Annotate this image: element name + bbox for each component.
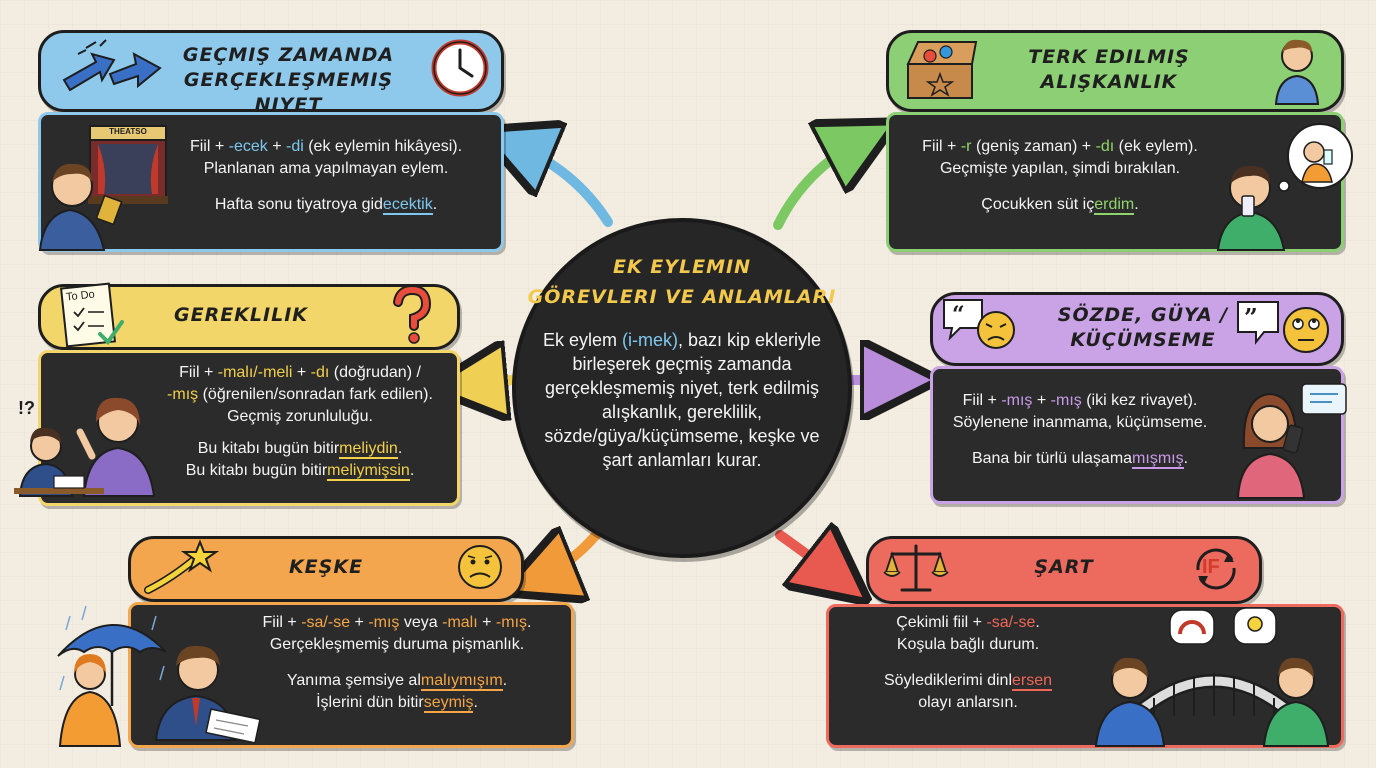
center-title: EK EYLEMIN GÖREVLERI VE ANLAMLARI [527, 256, 837, 308]
desc-sart: Koşula bağlı durum. [896, 636, 1040, 653]
text-keske: Fiil + -sa/-se + -mış veya -malı + -mış.… [236, 612, 558, 714]
text-aliskanlik: Fiil + -r (geniş zaman) + -dı (ek eylem)… [900, 136, 1220, 216]
desc-gereklilik: Geçmiş zorunluluğu. [227, 408, 373, 425]
title-niyet: GEÇMIŞ ZAMANDA GERÇEKLEŞMEMIŞ NIYET [182, 44, 395, 116]
header-niyet: GEÇMIŞ ZAMANDA GERÇEKLEŞMEMIŞ NIYET [38, 30, 504, 116]
desc-aliskanlik: Geçmişte yapılan, şimdi bırakılan. [939, 160, 1181, 177]
thought-bubble-illustration [1278, 123, 1353, 192]
shooting-star-icon [144, 539, 220, 594]
rule-keske: Fiil + -sa/-se + -mış veya -malı + -mış. [262, 614, 532, 631]
example-sart-1: Söylediklerimi dinlersen [883, 672, 1053, 691]
rule-sart: Çekimli fiil + -sa/-se. [896, 614, 1040, 631]
teacher-student-illustration [14, 397, 156, 497]
woman-phone-illustration [1236, 383, 1347, 499]
example-gereklilik-1: Bu kitabı bugün bitirmeliydin. [197, 440, 403, 459]
desc-keske: Gerçekleşmemiş duruma pişmanlık. [269, 636, 525, 653]
arrow-aliskanlik [773, 140, 862, 230]
svg-text:“: “ [952, 302, 965, 328]
scales-icon [883, 544, 949, 592]
checklist-icon [60, 282, 124, 348]
man-drinking-illustration [1216, 165, 1286, 251]
if-icon-label: IF [1202, 556, 1220, 578]
title-sart: ŞART [1034, 556, 1094, 578]
header-sart: ŞART [866, 536, 1262, 604]
rule-aliskanlik: Fiil + -r (geniş zaman) + -dı (ek eylem)… [922, 138, 1198, 155]
desc-niyet: Planlanan ama yapılmayan eylem. [203, 160, 449, 177]
theater-sign: THEATSO [109, 127, 147, 136]
rule-gereklilik-2: -mış (öğrenilen/sonradan fark edilen). [167, 386, 433, 403]
arrow-sart [775, 535, 838, 578]
text-sart: Çekimli fiil + -sa/-se. Koşula bağlı dur… [850, 612, 1086, 714]
text-sozde: Fiil + -mış + -mış (iki kez rivayet). Sö… [934, 390, 1226, 470]
sad-face-icon [458, 545, 502, 589]
eyeroll-speech-icon: ” [1237, 301, 1329, 353]
confused-mark: !? [18, 398, 35, 418]
arrow-icon [62, 39, 162, 92]
svg-text:”: ” [1244, 303, 1258, 332]
arrow-keske [538, 535, 601, 578]
text-niyet: Fiil + -ecek + -di (ek eylemin hikâyesi)… [168, 136, 484, 216]
example-keske-1: Yanıma şemsiye almalıymışım. [286, 672, 508, 691]
boy-icon [1274, 39, 1320, 105]
if-cycle-icon [1196, 548, 1236, 590]
example-gereklilik-2: Bu kitabı bugün bitirmeliymişsin. [185, 462, 415, 481]
text-gereklilik: Fiil + -malı/-meli + -dı (doğrudan) / -m… [150, 362, 450, 482]
rule-niyet: Fiil + -ecek + -di (ek eylemin hikâyesi)… [189, 138, 463, 155]
question-mark-icon [393, 284, 432, 344]
angry-speech-icon: “ [943, 299, 1015, 349]
example-sozde: Bana bir türlü ulaşamamışmış. [971, 450, 1189, 469]
rule-sozde: Fiil + -mış + -mış (iki kez rivayet). [962, 392, 1198, 409]
title-aliskanlik: TERK EDILMIŞ ALIŞKANLIK [1028, 46, 1190, 93]
clock-icon [431, 39, 489, 97]
arrow-niyet [515, 145, 613, 227]
example-sart-2: olayı anlarsın. [918, 694, 1018, 711]
example-niyet: Hafta sonu tiyatroya gidecektik. [214, 196, 438, 215]
title-sozde: SÖZDE, GÜYA / KÜÇÜMSEME [1057, 304, 1229, 351]
rule-gereklilik-1: Fiil + -malı/-meli + -dı (doğrudan) / [179, 364, 421, 381]
title-keske: KEŞKE [288, 556, 364, 578]
person-illustration [38, 163, 123, 251]
regretful-man-illustration [154, 645, 261, 744]
center-body: Ek eylem (i-mek), bazı kip ekleriyle bir… [542, 330, 822, 470]
desc-sozde: Söylenene inanmama, küçümseme. [952, 414, 1208, 431]
umbrella-girl-illustration [57, 605, 167, 747]
center-circle: EK EYLEMIN GÖREVLERI VE ANLAMLARI Ek eyl… [512, 218, 852, 558]
bridge-people-illustration [1094, 607, 1330, 747]
title-gereklilik: GEREKLILIK [174, 304, 308, 326]
header-keske: KEŞKE [128, 536, 524, 602]
theater-illustration [88, 125, 168, 204]
box-icon [906, 41, 978, 99]
example-aliskanlik: Çocukken süt içerdim. [981, 196, 1139, 215]
arrow-gereklilik [468, 380, 517, 384]
example-keske-2: İşlerini dün bitirseymiş. [316, 694, 478, 713]
